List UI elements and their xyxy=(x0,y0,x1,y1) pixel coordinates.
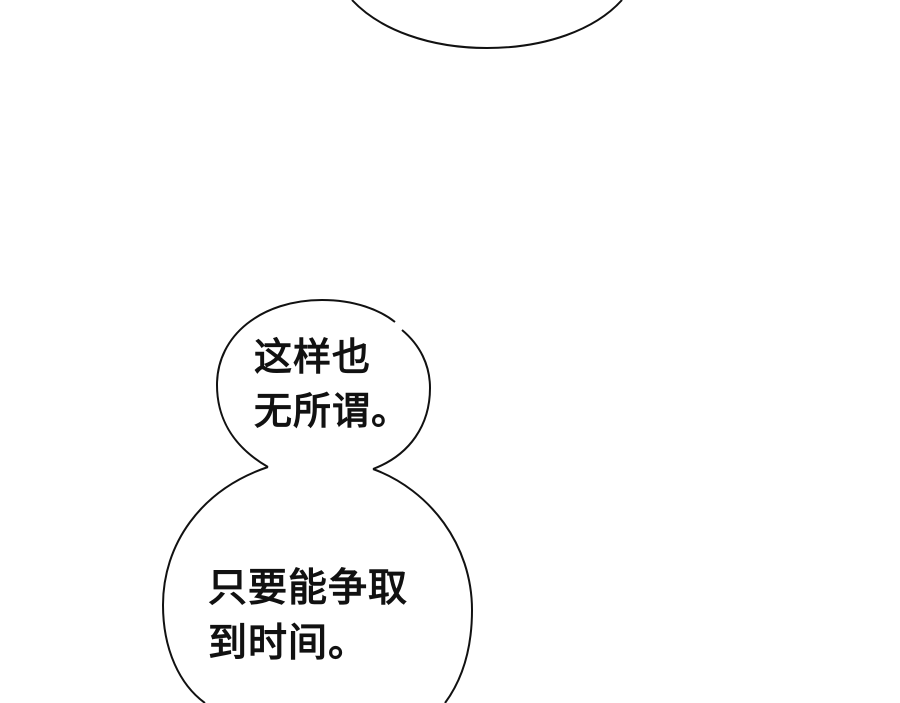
upper-bubble-text: 这样也 无所谓。 xyxy=(254,330,410,438)
upper-speech-bubble xyxy=(215,298,432,470)
bubble-line: 这样也 xyxy=(254,335,372,379)
bubble-line: 到时间。 xyxy=(208,621,369,666)
lower-speech-bubble xyxy=(161,466,474,703)
bubble-line: 只要能争取 xyxy=(208,566,409,611)
top-bubble-partial xyxy=(351,0,623,50)
lower-bubble-text: 只要能争取 到时间。 xyxy=(208,561,408,671)
bubble-line: 无所谓。 xyxy=(254,389,411,433)
